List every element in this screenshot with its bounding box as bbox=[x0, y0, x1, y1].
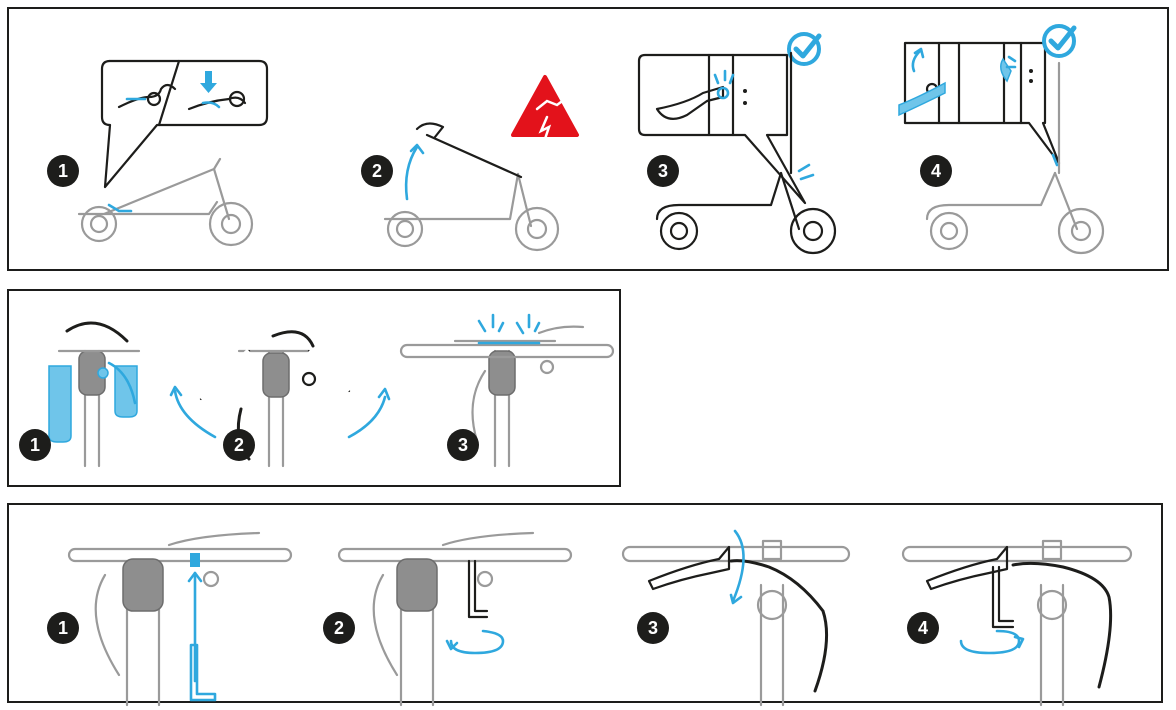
step-4-badge: 4 bbox=[920, 155, 952, 187]
brake-lever-adjust-panel: 1 2 3 4 bbox=[7, 503, 1163, 707]
step2-handlebar-unfolding bbox=[169, 330, 391, 468]
step-3-badge: 3 bbox=[647, 155, 679, 187]
fold-handlebar-panel: 1 2 3 bbox=[7, 289, 621, 487]
step-1-badge: 1 bbox=[47, 612, 79, 644]
step-2-badge: 2 bbox=[323, 612, 355, 644]
step4-checkmark-icon bbox=[1042, 24, 1077, 58]
step4-scooter-upright bbox=[925, 61, 1105, 255]
step3-lock-zoom-inset bbox=[637, 53, 807, 205]
step-4-badge: 4 bbox=[907, 612, 939, 644]
step-2-badge: 2 bbox=[223, 429, 255, 461]
step-1-badge: 1 bbox=[19, 429, 51, 461]
pinch-hazard-warning-icon bbox=[511, 75, 579, 141]
step4-tighten-screw bbox=[901, 539, 1133, 707]
step-3-badge: 3 bbox=[637, 612, 669, 644]
step1-handlebar-folded-down bbox=[48, 321, 141, 468]
step-2-badge: 2 bbox=[361, 155, 393, 187]
fold-scooter-illustrations bbox=[77, 24, 1105, 255]
step1-scooter-folded bbox=[77, 157, 254, 247]
step-3-badge: 3 bbox=[447, 429, 479, 461]
step2-loosen-screw bbox=[337, 531, 573, 707]
step1-insert-hex-key bbox=[67, 531, 293, 707]
step3-handlebar-unfolded bbox=[399, 313, 615, 468]
step1-latch-zoom-inset bbox=[100, 59, 269, 189]
fold-scooter-panel: 1 2 3 4 bbox=[7, 7, 1169, 271]
step3-rotate-lever bbox=[621, 529, 851, 707]
step3-scooter-upright bbox=[655, 51, 837, 255]
step4-secure-zoom-inset bbox=[898, 41, 1061, 165]
brake-adjust-illustrations bbox=[67, 529, 1133, 707]
step-1-badge: 1 bbox=[47, 155, 79, 187]
step3-checkmark-icon bbox=[787, 32, 822, 66]
fold-handlebar-illustrations bbox=[48, 313, 615, 468]
step2-scooter-lift-stem bbox=[383, 122, 560, 252]
